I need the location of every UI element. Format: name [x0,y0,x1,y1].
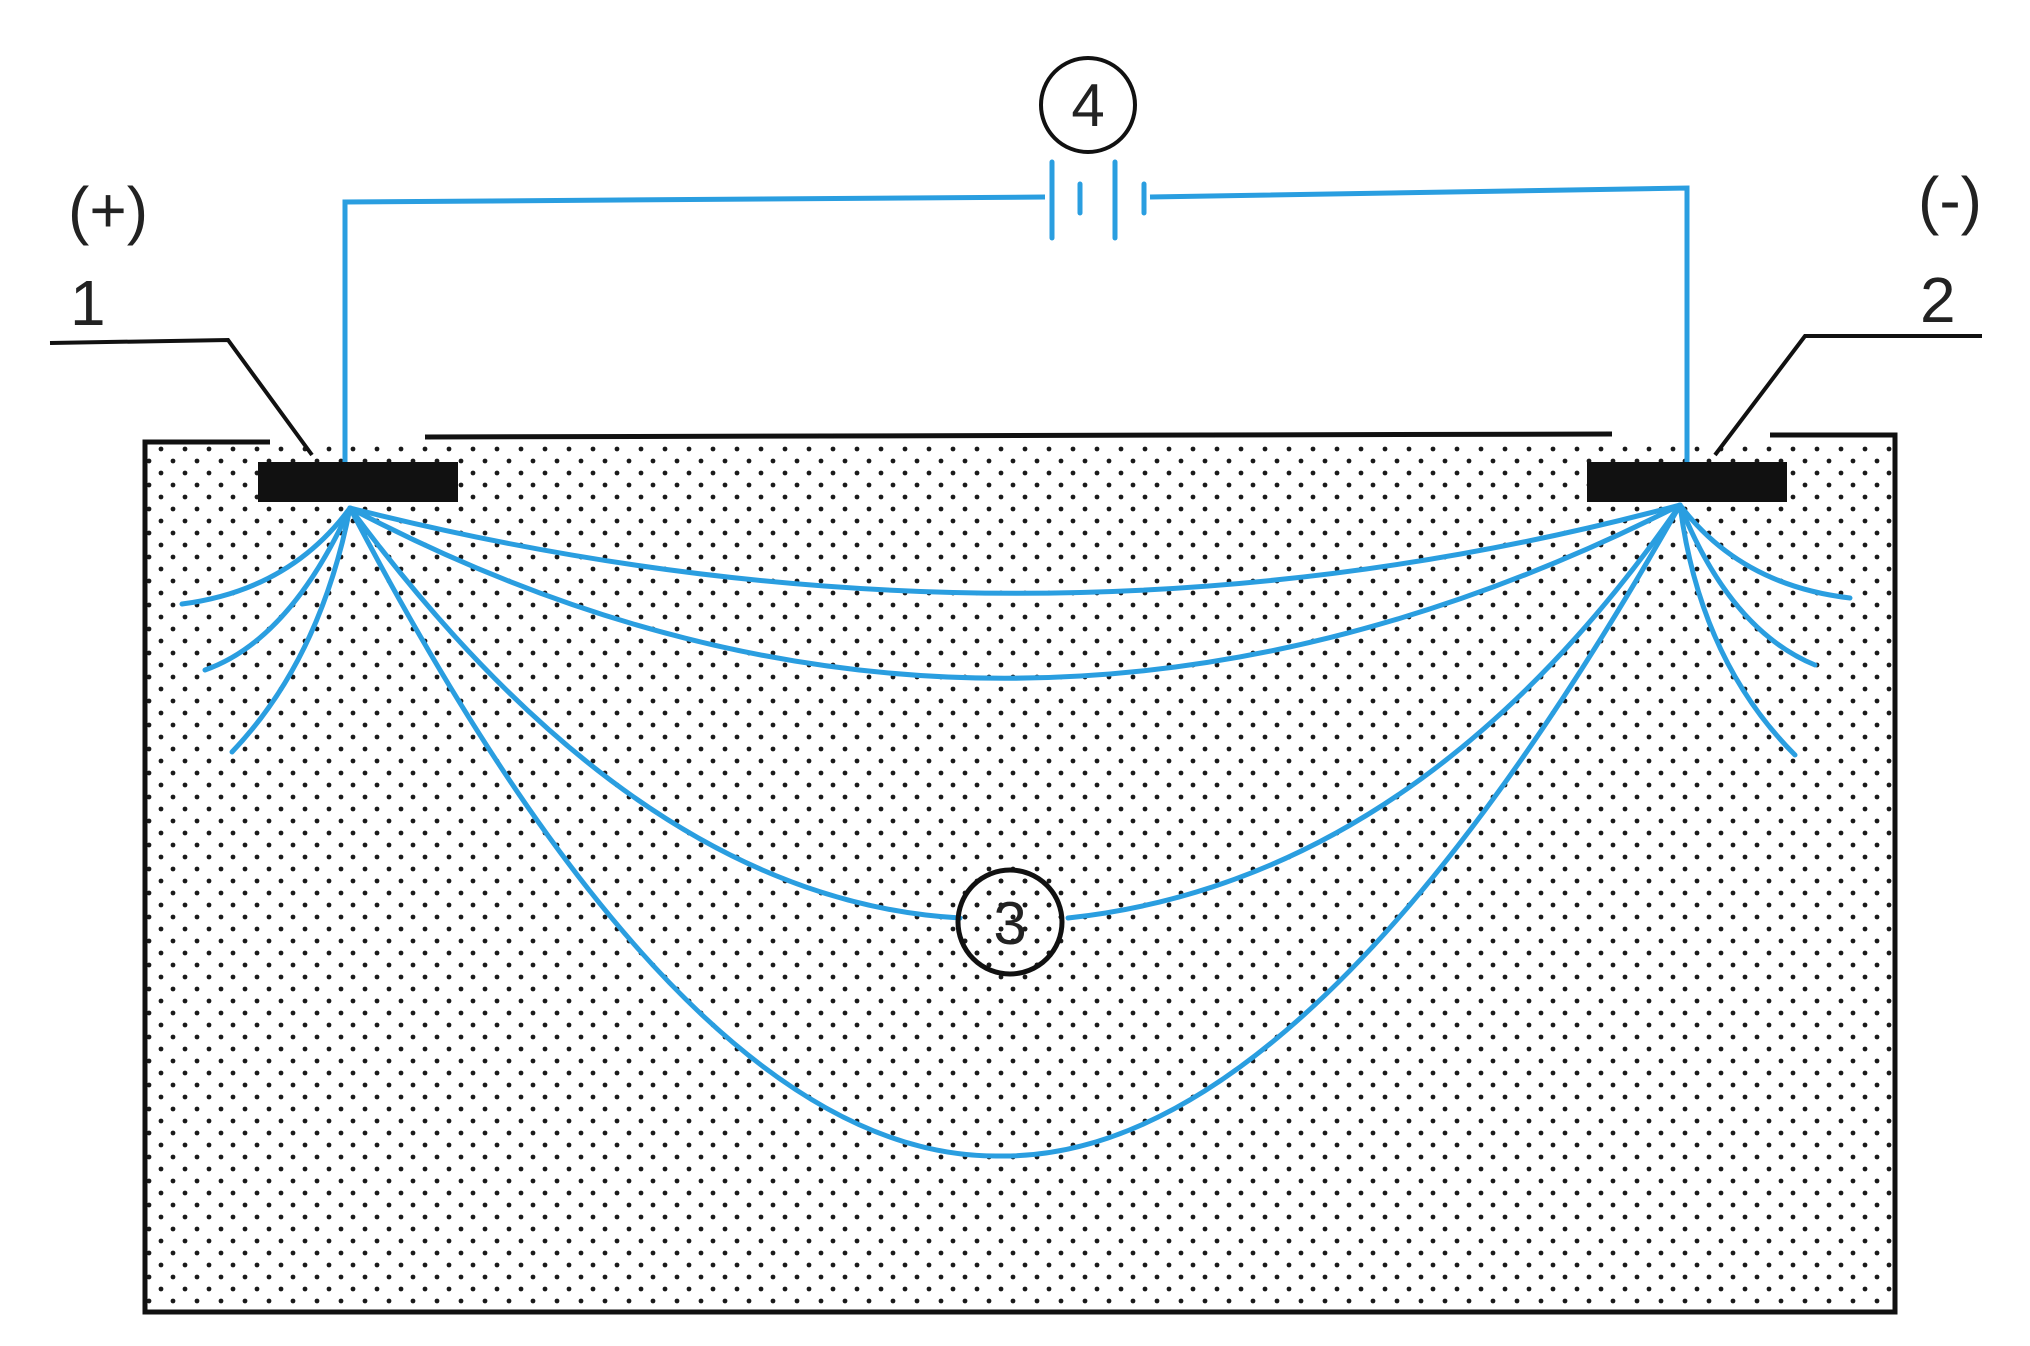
anode-number-label: 1 [70,267,106,339]
cathode-spread-line-1 [1677,502,1853,601]
field-line-middle [347,502,1683,681]
cathode-spread-line-2 [1677,502,1818,668]
cathode-electrode [1587,462,1787,502]
anode-spread-line-1 [179,505,353,607]
source-number-label: 4 [1071,72,1104,139]
field-number-label: 3 [993,890,1026,957]
wire-right [1149,185,1690,462]
anode-sign-label: (+) [68,174,148,246]
cathode-spread-line-3 [1677,502,1798,758]
container-top-edge [424,431,1613,440]
wire-left [342,194,1046,462]
field-line-upper [347,502,1683,596]
field-line-deepest [347,502,1683,1159]
source-number-marker: 4 [1039,56,1137,154]
source-number-circle [1039,56,1137,154]
circuit-wire [342,185,1690,462]
field-number-circle [955,867,1065,977]
field-number-marker: 3 [955,867,1065,977]
battery-icon [1049,159,1147,241]
anode-electrode [258,462,458,502]
cathode-number-label: 2 [1920,264,1956,336]
field-line-lower-right [1065,502,1683,921]
container-outline [142,432,1898,1315]
cathode-sign-label: (-) [1918,164,1982,236]
anode-spread-line-2 [202,505,353,673]
field-line-lower-left [347,505,963,921]
cathode-leader-line [1713,334,1982,457]
anode-leader-line [49,337,314,457]
current-field-lines [179,502,1853,1159]
anode-spread-line-3 [229,505,353,755]
